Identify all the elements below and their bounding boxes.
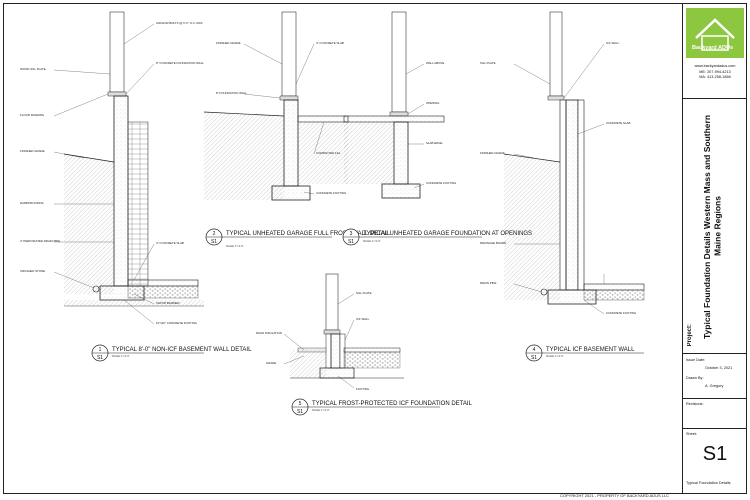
project-title: Typical Foundation Details Western Mass … <box>702 114 723 339</box>
d5-note-icf: ICF WALL <box>356 317 370 321</box>
d4-title: TYPICAL ICF BASEMENT WALL <box>546 347 635 353</box>
d1-note-drain: 4" PERFORATED DRAIN PIPE <box>20 239 60 243</box>
detail-1-drawing: WOOD SILL PLATE FLOOR FRAMING FINISHED G… <box>20 11 252 362</box>
company-cell: Backyard ADUs www.backyardadus.com ME: 2… <box>683 4 747 99</box>
sheet-subtitle: Typical Foundation Details <box>686 481 731 485</box>
d5-note-grade: GRADE <box>266 361 276 365</box>
d3-num: 3 <box>350 231 353 237</box>
title-block: Backyard ADUs www.backyardadus.com ME: 2… <box>682 4 747 493</box>
d2-note-slab: 4" CONCRETE SLAB <box>316 41 344 45</box>
company-contact: www.backyardadus.com ME: 207-994-4213 MA… <box>685 64 745 81</box>
issue-date-label: Issue Date: <box>686 358 706 362</box>
drawn-by-value: A. Gregory <box>705 384 724 388</box>
d3-note-opening: OPENING <box>426 101 440 105</box>
detail-3-drawing: WALL ABOVE OPENING SLAB EDGE CONCRETE FO… <box>342 11 532 246</box>
sheet-label: Sheet: <box>686 432 697 436</box>
company-website[interactable]: www.backyardadus.com <box>694 64 736 68</box>
d1-sheet: S1 <box>97 355 103 361</box>
d4-sheet: S1 <box>531 355 537 361</box>
d1-note-sill: WOOD SILL PLATE <box>20 67 46 71</box>
d5-note-sill: SILL PLATE <box>356 291 372 295</box>
d1-scale: SCALE: 1"=1'-0" <box>112 355 130 358</box>
issue-info-cell: Issue Date: October 3, 2021 Drawn By: A.… <box>683 354 747 399</box>
project-cell: Typical Foundation Details Western Mass … <box>683 99 747 354</box>
copyright-notice: COPYRIGHT 2021 - PROPERTY OF BACKYARD AD… <box>560 493 670 498</box>
d1-note-footing: 10"x20" CONCRETE FOOTING <box>156 321 198 325</box>
revisions-label: Revisions: <box>686 402 704 406</box>
detail-4-callout: 4 S1 TYPICAL ICF BASEMENT WALL SCALE: 1"… <box>525 344 644 362</box>
d4-note-footing: CONCRETE FOOTING <box>606 311 637 315</box>
project-label: Project: <box>687 324 693 347</box>
issue-date-value: October 3, 2021 <box>705 366 733 370</box>
revisions-cell: Revisions: <box>683 399 747 429</box>
detail-5-callout: 5 S1 TYPICAL FROST-PROTECTED ICF FOUNDAT… <box>291 398 473 416</box>
d3-title: TYPICAL UNHEATED GARAGE FOUNDATION AT OP… <box>363 231 532 237</box>
d1-note-stone: CRUSHED STONE <box>20 269 45 273</box>
d2-scale: SCALE: 1"=1'-0" <box>226 245 244 248</box>
d1-num: 1 <box>99 347 102 353</box>
drawing-sheet: WOOD SILL PLATE FLOOR FRAMING FINISHED G… <box>3 3 747 494</box>
d4-note-sill: SILL PLATE <box>480 61 496 65</box>
detail-drawings: WOOD SILL PLATE FLOOR FRAMING FINISHED G… <box>20 11 645 416</box>
company-logo: Backyard ADUs <box>686 8 744 58</box>
company-phone-me: ME: 207-994-4213 <box>699 69 731 74</box>
d5-title: TYPICAL FROST-PROTECTED ICF FOUNDATION D… <box>312 401 473 407</box>
d5-note-footing: FOOTING <box>356 387 370 391</box>
d5-note-insul: RIGID INSULATION <box>256 331 282 335</box>
detail-1-callout: 1 S1 TYPICAL 8'-0" NON-ICF BASEMENT WALL… <box>91 344 252 362</box>
d2-title: TYPICAL UNHEATED GARAGE FULL FROST WALL … <box>226 231 391 237</box>
sheet-cell: Sheet: S1 Typical Foundation Details <box>683 429 747 493</box>
d2-num: 2 <box>213 231 216 237</box>
d5-scale: SCALE: 1"=1'-0" <box>312 409 330 412</box>
d1-title: TYPICAL 8'-0" NON-ICF BASEMENT WALL DETA… <box>112 347 252 353</box>
d1-note-anchor: ANCHOR BOLTS @ 6'-0" O.C. MAX <box>156 21 203 25</box>
company-phone-ma: MA: 413-258-1866 <box>699 75 731 79</box>
detail-5-drawing: SILL PLATE ICF WALL RIGID INSULATION GRA… <box>256 273 473 416</box>
d2-note-fill: COMPACTED FILL <box>316 151 341 155</box>
drawing-area: WOOD SILL PLATE FLOOR FRAMING FINISHED G… <box>4 4 682 493</box>
detail-2-callout: 2 S1 TYPICAL UNHEATED GARAGE FULL FROST … <box>205 228 391 248</box>
d4-scale: SCALE: 1"=1'-0" <box>546 355 564 358</box>
sheet-number: S1 <box>702 443 728 465</box>
d5-sheet: S1 <box>297 409 303 415</box>
d2-sheet: S1 <box>211 239 217 245</box>
d3-note-wall: WALL ABOVE <box>426 61 444 65</box>
logo-text: Backyard ADUs <box>692 45 734 51</box>
d1-note-grade: FINISHED GRADE <box>20 149 45 153</box>
d4-num: 4 <box>533 347 536 353</box>
d4-note-icf: ICF WALL <box>606 41 620 45</box>
d4-note-slab: CONCRETE SLAB <box>606 121 630 125</box>
d3-note-slab: SLAB EDGE <box>426 141 442 145</box>
d2-note-footing: CONCRETE FOOTING <box>316 191 347 195</box>
d4-note-grade: FINISHED GRADE <box>480 151 505 155</box>
d3-sheet: S1 <box>348 239 354 245</box>
d3-scale: SCALE: 1"=1'-0" <box>363 240 381 243</box>
d1-note-wall: 8" CONCRETE FOUNDATION WALL <box>156 61 204 65</box>
d1-note-slab: 4" CONCRETE SLAB <box>156 241 184 245</box>
drawn-by-label: Drawn By: <box>686 376 704 380</box>
d2-note-grade: FINISHED GRADE <box>216 41 241 45</box>
d4-note-board: DRAINAGE BOARD <box>480 241 506 245</box>
d4-note-drain: DRAIN PIPE <box>480 281 496 285</box>
d3-note-footing: CONCRETE FOOTING <box>426 181 457 185</box>
d1-note-damp: DAMPPROOFING <box>20 201 45 205</box>
d1-note-floor: FLOOR FRAMING <box>20 113 45 117</box>
d5-num: 5 <box>299 401 302 407</box>
d2-note-wall: 8" FOUNDATION WALL <box>216 91 247 95</box>
d1-note-vb: VAPOR BARRIER <box>156 301 180 305</box>
detail-2-drawing: FINISHED GRADE 8" FOUNDATION WALL 4" CON… <box>203 11 391 248</box>
detail-4-drawing: SILL PLATE FINISHED GRADE DRAINAGE BOARD… <box>480 11 645 362</box>
detail-3-callout: 3 S1 TYPICAL UNHEATED GARAGE FOUNDATION … <box>342 228 532 246</box>
house-icon <box>695 18 735 51</box>
